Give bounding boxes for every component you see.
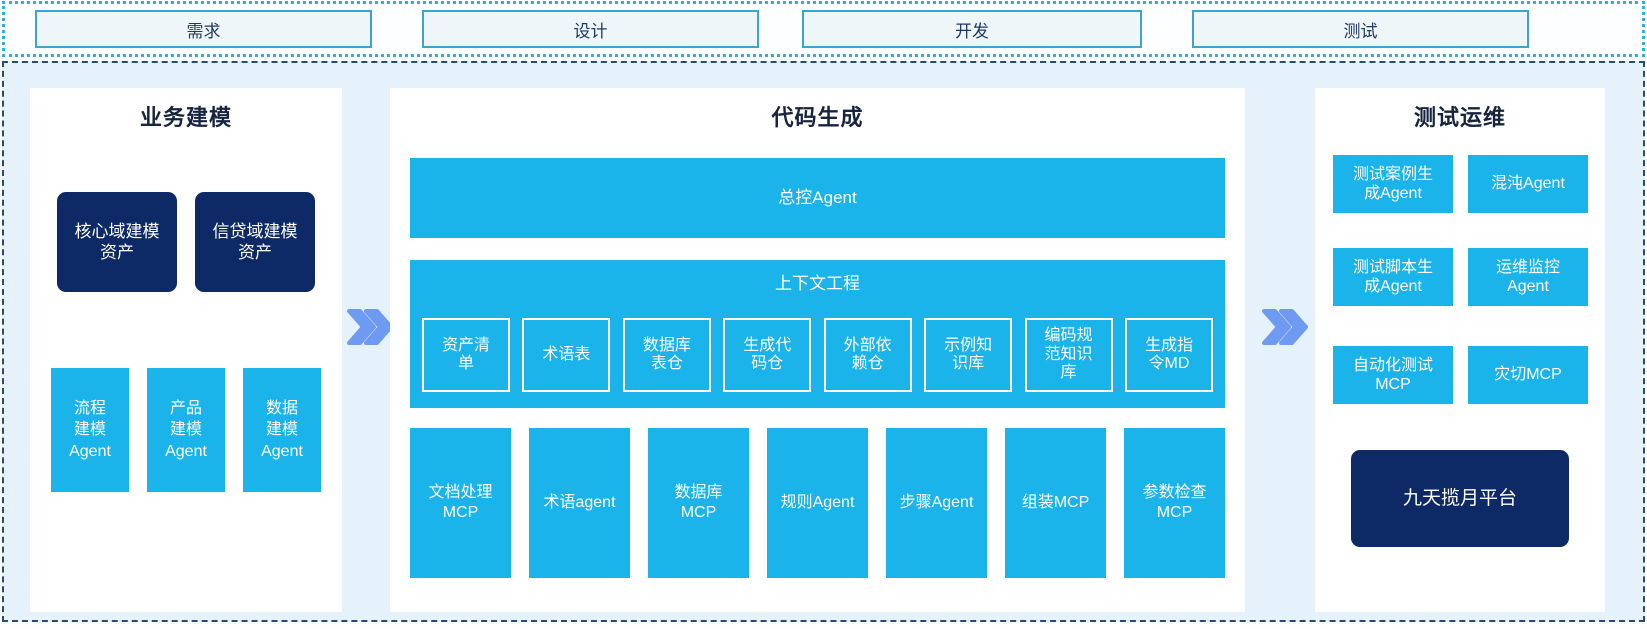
context-item-generated-code-repo: 生成代 码仓	[723, 318, 812, 392]
jiutian-platform-box: 九天揽月平台	[1351, 450, 1569, 547]
rule-agent-box: 规则Agent	[767, 428, 868, 578]
business-modeling-panel: 业务建模 核心域建模 资产 信贷域建模 资产 流程 建模 Agent 产品 建模…	[30, 88, 342, 612]
context-engineering-block: 上下文工程 资产清 单 术语表 数据库 表仓 生成代 码仓 外部依 赖仓 示例知…	[410, 260, 1225, 408]
context-item-example-kb: 示例知 识库	[924, 318, 1013, 392]
context-item-db-table-repo: 数据库 表仓	[622, 318, 711, 392]
codegen-tools-row: 文档处理 MCP 术语agent 数据库 MCP 规则Agent 步骤Agent…	[410, 428, 1225, 578]
doc-processing-mcp-box: 文档处理 MCP	[410, 428, 511, 578]
flow-arrow-icon	[347, 309, 393, 345]
pipeline-container: 业务建模 核心域建模 资产 信贷域建模 资产 流程 建模 Agent 产品 建模…	[2, 61, 1645, 622]
ops-monitor-agent-box: 运维监控 Agent	[1468, 248, 1588, 306]
context-item-coding-standard-kb: 编码规 范知识 库	[1024, 318, 1113, 392]
stage-requirements: 需求	[35, 10, 372, 48]
credit-domain-asset-box: 信贷域建模 资产	[195, 192, 315, 292]
flow-arrow-icon	[1262, 309, 1308, 345]
context-item-glossary: 术语表	[522, 318, 611, 392]
stage-testing: 测试	[1192, 10, 1529, 48]
master-agent-bar: 总控Agent	[410, 158, 1225, 238]
process-modeling-agent-box: 流程 建模 Agent	[51, 368, 129, 492]
param-check-mcp-box: 参数检查 MCP	[1124, 428, 1225, 578]
context-item-external-deps-repo: 外部依 赖仓	[823, 318, 912, 392]
context-item-asset-list: 资产清 单	[422, 318, 510, 392]
test-script-gen-agent-box: 测试脚本生 成Agent	[1333, 248, 1453, 306]
core-domain-asset-box: 核心域建模 资产	[57, 192, 177, 292]
stage-design: 设计	[422, 10, 759, 48]
test-ops-title: 测试运维	[1413, 105, 1506, 130]
assembly-mcp-box: 组装MCP	[1005, 428, 1106, 578]
product-modeling-agent-box: 产品 建模 Agent	[147, 368, 225, 492]
stage-strip: 需求 设计 开发 测试	[2, 1, 1645, 57]
context-item-gen-instruction-md: 生成指 令MD	[1124, 318, 1213, 392]
business-modeling-title: 业务建模	[139, 105, 232, 130]
context-engineering-title: 上下文工程	[775, 274, 860, 293]
glossary-agent-box: 术语agent	[529, 428, 630, 578]
disaster-switch-mcp-box: 灾切MCP	[1468, 346, 1588, 404]
database-mcp-box: 数据库 MCP	[648, 428, 749, 578]
stage-development: 开发	[802, 10, 1142, 48]
data-modeling-agent-box: 数据 建模 Agent	[243, 368, 321, 492]
auto-test-mcp-box: 自动化测试 MCP	[1333, 346, 1453, 404]
test-ops-panel: 测试运维 测试案例生 成Agent 混沌Agent 测试脚本生 成Agent 运…	[1315, 88, 1605, 612]
chaos-agent-box: 混沌Agent	[1468, 155, 1588, 213]
code-generation-title: 代码生成	[771, 105, 864, 130]
code-generation-panel: 代码生成 总控Agent 上下文工程 资产清 单 术语表 数据库 表仓 生成代 …	[390, 88, 1245, 612]
test-case-gen-agent-box: 测试案例生 成Agent	[1333, 155, 1453, 213]
context-items-row: 资产清 单 术语表 数据库 表仓 生成代 码仓 外部依 赖仓 示例知 识库 编码…	[422, 318, 1213, 392]
step-agent-box: 步骤Agent	[886, 428, 987, 578]
